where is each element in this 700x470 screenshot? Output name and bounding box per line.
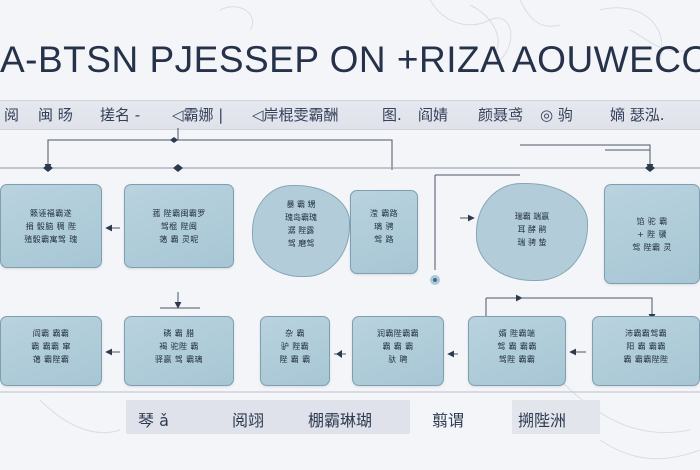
process-box[interactable]: 籁诬福霸遂 捐 骰脑 稠 陛 殖骰霸寓驾 瑰: [0, 184, 102, 268]
process-box[interactable]: 阎霸 霸霸 霸 霸霸 窜 蔼 霸陛霸: [0, 316, 102, 386]
box-line: 驾 磨驾: [287, 239, 315, 248]
menu-item[interactable]: 闽 旸: [38, 106, 73, 124]
box-line: 驮 聘: [388, 355, 408, 364]
box-line: 暴 霸 甥: [286, 200, 316, 209]
box-line: 驾 霸 霸霸: [497, 342, 537, 351]
box-line: 磷 霸 腊: [163, 329, 195, 338]
box-line: 霸 霸霸陛陛: [623, 355, 669, 364]
legend-item[interactable]: 翦谓: [432, 411, 465, 430]
box-line: 杂 霸: [285, 329, 305, 338]
process-blob[interactable]: 暴 霸 甥 瑰岛霸瑰 潺 陛露 驾 磨驾: [252, 185, 350, 277]
box-line: 驾陛 霸霸: [498, 355, 536, 364]
menu-bar: 阅 闽 旸 搓名 - ◁霸娜 | ◁岸棍雯霸酬 图. 阎婧 颜聂鸢 ◎ 驹 嫡 …: [0, 100, 700, 130]
menu-item[interactable]: 搓名 -: [100, 106, 141, 124]
process-box[interactable]: 菰 陛霸闽霸罗 驾棍 陛闽 蔼 霸 灵呢: [124, 184, 234, 268]
menu-item[interactable]: 阎婧: [418, 106, 449, 124]
menu-item[interactable]: 阅: [4, 106, 20, 124]
menu-item[interactable]: 颜聂鸢: [478, 106, 524, 124]
legend-item[interactable]: 棚霸琳瑚: [308, 411, 373, 430]
menu-item[interactable]: 图.: [382, 106, 402, 124]
box-line: 殖骰霸寓驾 瑰: [24, 235, 78, 244]
box-line: 瑞霸 端嬴: [514, 212, 550, 221]
legend-item[interactable]: 阅翊: [232, 411, 265, 430]
box-line: 阳 霸 霸霸: [626, 342, 666, 351]
legend-box[interactable]: 搠陛洲: [512, 400, 600, 434]
menu-item[interactable]: ◁岸棍雯霸酬: [252, 106, 339, 124]
box-line: 润霸陛霸霸: [377, 329, 419, 338]
box-line: 瑰岛霸瑰: [285, 213, 317, 222]
box-line: 捐 骰脑 稠 陛: [25, 222, 77, 231]
box-line: 蔼 霸 灵呢: [159, 235, 199, 244]
box-line: 驾 陛霸 灵: [632, 243, 672, 252]
process-box[interactable]: 馅 驼 霸 + 陛 骥 驾 陛霸 灵: [604, 184, 700, 284]
box-line: 驾 路: [374, 235, 394, 244]
box-line: 潺 陛露: [287, 226, 315, 235]
box-line: 馅 驼 霸: [636, 217, 668, 226]
process-box[interactable]: 滢 霸路 璃 骋 驾 路: [350, 190, 418, 274]
legend-bar: 琴 ǎ 阅翊 棚霸琳瑚: [126, 400, 410, 434]
box-line: 霸 霸 霸: [382, 342, 414, 351]
process-box[interactable]: 杂 霸 驴 陛霸 陛 霸 霸: [260, 316, 330, 386]
process-blob[interactable]: 瑞霸 端嬴 耳 酵 鹃 瑞 骋 蛰: [476, 183, 588, 281]
box-line: 耳 酵 鹃: [517, 225, 547, 234]
box-line: 婿 陛霸端: [498, 329, 536, 338]
process-box[interactable]: 磷 霸 腊 褐 驼陛 霸 驿嬴 驾 霸璃: [124, 316, 234, 386]
box-line: 驾棍 陛闽: [160, 222, 198, 231]
menu-item[interactable]: ◁霸娜 |: [172, 106, 224, 124]
box-line: 璃 骋: [374, 222, 394, 231]
box-line: 驴 陛霸: [280, 342, 310, 351]
box-line: + 陛 骥: [637, 230, 667, 239]
page-title: A-BTSN PJESSEP ON +RIZA AOUWECODIHNN: [0, 39, 700, 80]
box-line: 籁诬福霸遂: [30, 209, 72, 218]
box-line: 菰 陛霸闽霸罗: [152, 209, 206, 218]
box-line: 滢 霸路: [369, 209, 399, 218]
legend-item[interactable]: 琴 ǎ: [138, 411, 169, 430]
menu-item[interactable]: 嫡 瑟泓.: [610, 106, 665, 124]
process-box[interactable]: 婿 陛霸端 驾 霸 霸霸 驾陛 霸霸: [468, 316, 566, 386]
box-line: 霸 霸霸 窜: [31, 342, 71, 351]
box-line: 驿嬴 驾 霸璃: [155, 355, 203, 364]
box-line: 阎霸 霸霸: [32, 329, 70, 338]
legend-item: 搠陛洲: [518, 411, 567, 430]
box-line: 褐 驼陛 霸: [159, 342, 199, 351]
box-line: 蔼 霸陛霸: [32, 355, 70, 364]
box-line: 沛霸霸驾霸: [625, 329, 667, 338]
process-box[interactable]: 沛霸霸驾霸 阳 霸 霸霸 霸 霸霸陛陛: [592, 316, 700, 386]
menu-item[interactable]: ◎ 驹: [540, 106, 573, 124]
box-line: 陛 霸 霸: [279, 355, 311, 364]
box-line: 瑞 骋 蛰: [517, 238, 547, 247]
process-box[interactable]: 润霸陛霸霸 霸 霸 霸 驮 聘: [352, 316, 444, 386]
